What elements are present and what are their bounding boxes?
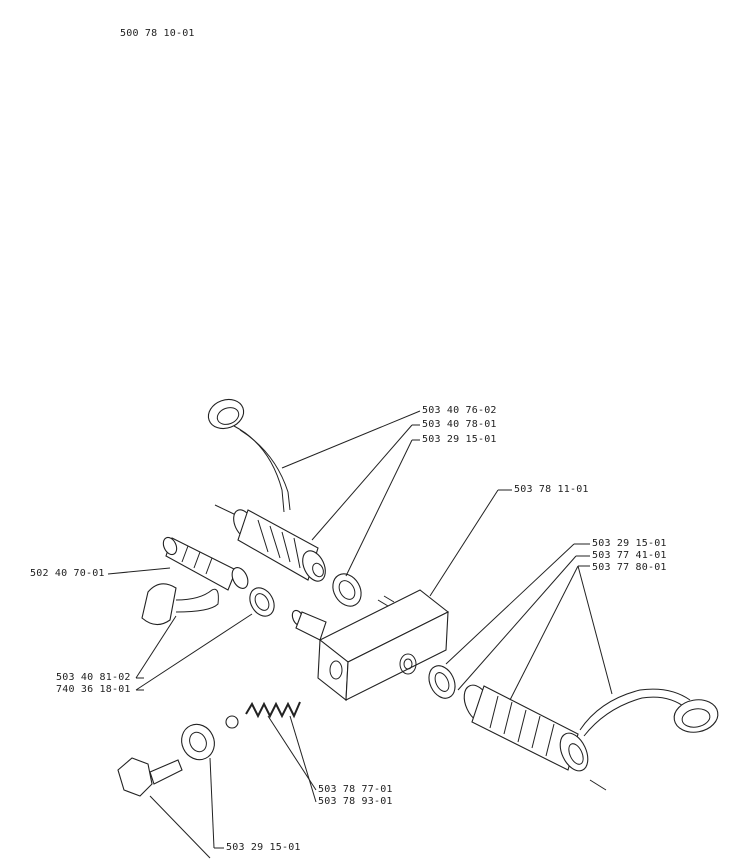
bottom-cap-part <box>117 757 183 797</box>
washer-right-label: 503 77 41-01 <box>592 550 667 561</box>
hose-top-part <box>207 398 291 513</box>
oring-bottom-part <box>181 723 215 761</box>
hose-top-label: 503 40 76-02 <box>422 405 497 416</box>
oring-right-part <box>428 665 456 699</box>
oring-top-label: 503 29 15-01 <box>422 434 497 445</box>
spring-label: 503 78 77-01 <box>318 784 393 795</box>
fitting-part <box>291 609 327 641</box>
oring-upper-part <box>332 573 362 607</box>
nipple-part <box>162 536 249 591</box>
header-ref-label: 500 78 10-01 <box>120 28 195 39</box>
filter-upper-part <box>214 504 326 582</box>
oring-bottom-label: 503 29 15-01 <box>226 842 301 853</box>
hose-right-part <box>579 688 719 737</box>
nut-top-label: 503 40 78-01 <box>422 419 497 430</box>
block-label: 503 78 11-01 <box>514 484 589 495</box>
leader-lines <box>107 410 613 859</box>
filter-right-label: 503 77 80-01 <box>592 562 667 573</box>
ball-label: 503 78 93-01 <box>318 796 393 807</box>
valve-block-part <box>317 589 450 702</box>
oring-left-part <box>249 587 275 617</box>
spring-part <box>225 701 301 729</box>
nipple-label: 502 40 70-01 <box>30 568 105 579</box>
cap-label: 503 40 81-02 <box>56 672 131 683</box>
cap-part <box>141 583 219 626</box>
filter-right-part <box>463 684 607 791</box>
oring-right-label: 503 29 15-01 <box>592 538 667 549</box>
oring-left-label: 740 36 18-01 <box>56 684 131 695</box>
